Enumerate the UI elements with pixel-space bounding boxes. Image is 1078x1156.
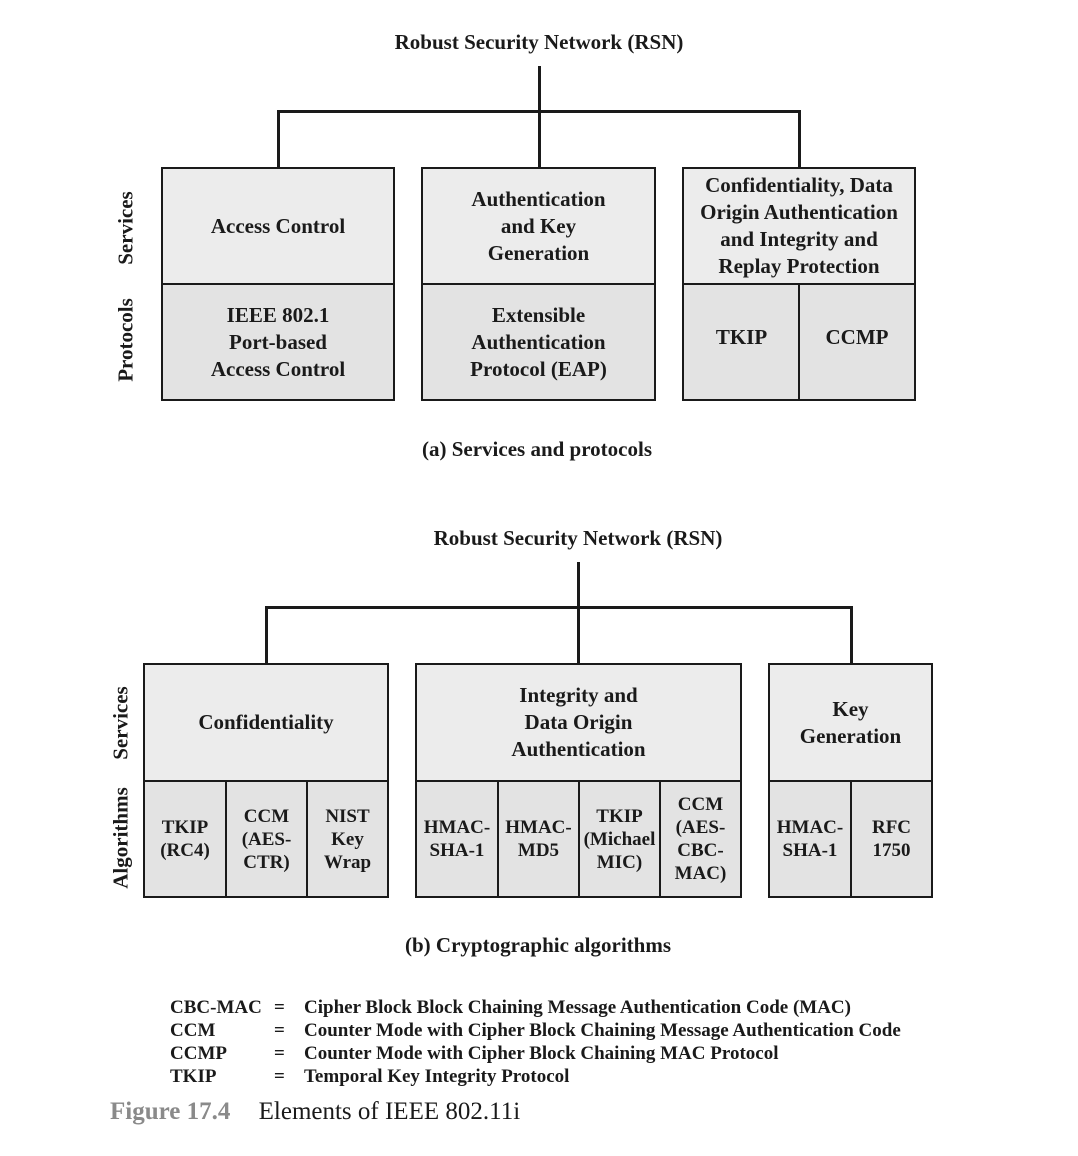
legend-row: CBC-MAC = Cipher Block Block Chaining Me… bbox=[170, 996, 901, 1019]
algorithm-rfc-1750: RFC 1750 bbox=[850, 780, 933, 898]
row-label-algorithms-b: Algorithms bbox=[108, 787, 133, 889]
caption-a: (a) Services and protocols bbox=[421, 437, 652, 461]
tree-drop-b-2 bbox=[577, 606, 580, 664]
legend-equals: = bbox=[274, 1020, 285, 1041]
protocol-eap: Extensible Authentication Protocol (EAP) bbox=[421, 283, 656, 401]
rsn-title-b: Robust Security Network (RSN) bbox=[433, 526, 723, 550]
algorithm-tkip-michael-mic: TKIP (Michael MIC) bbox=[578, 780, 661, 898]
legend-term: CCMP bbox=[170, 1043, 227, 1064]
algorithm-tkip-rc4: TKIP (RC4) bbox=[143, 780, 227, 898]
row-label-services-a: Services bbox=[113, 191, 138, 265]
figure-caption: Figure 17.4 Elements of IEEE 802.11i bbox=[110, 1098, 520, 1126]
legend-definition: Counter Mode with Cipher Block Chaining … bbox=[304, 1020, 901, 1041]
algorithm-hmac-md5: HMAC- MD5 bbox=[497, 780, 580, 898]
legend-equals: = bbox=[274, 997, 285, 1018]
rsn-title-a: Robust Security Network (RSN) bbox=[394, 30, 684, 54]
tree-drop-a-2 bbox=[538, 110, 541, 168]
caption-b: (b) Cryptographic algorithms bbox=[405, 933, 671, 957]
tree-drop-a-1 bbox=[277, 110, 280, 168]
legend-row: CCM = Counter Mode with Cipher Block Cha… bbox=[170, 1019, 901, 1042]
tree-drop-a-3 bbox=[798, 110, 801, 168]
legend-definition: Counter Mode with Cipher Block Chaining … bbox=[304, 1043, 779, 1064]
protocol-ieee-8021: IEEE 802.1 Port-based Access Control bbox=[161, 283, 395, 401]
algorithm-ccm-aes-ctr: CCM (AES- CTR) bbox=[225, 780, 308, 898]
service-confidentiality: Confidentiality bbox=[143, 663, 389, 782]
abbreviation-legend: CBC-MAC = Cipher Block Block Chaining Me… bbox=[170, 996, 901, 1088]
figure-number: Figure 17.4 bbox=[110, 1098, 231, 1125]
algorithm-nist-key-wrap: NIST Key Wrap bbox=[306, 780, 389, 898]
service-access-control: Access Control bbox=[161, 167, 395, 285]
row-label-protocols-a: Protocols bbox=[113, 298, 138, 382]
legend-term: CCM bbox=[170, 1020, 216, 1041]
legend-definition: Cipher Block Block Chaining Message Auth… bbox=[304, 997, 851, 1018]
legend-definition: Temporal Key Integrity Protocol bbox=[304, 1066, 570, 1087]
legend-term: CBC-MAC bbox=[170, 997, 262, 1018]
tree-drop-b-1 bbox=[265, 606, 268, 664]
algorithm-ccm-aes-cbc-mac: CCM (AES- CBC- MAC) bbox=[659, 780, 742, 898]
protocol-ccmp: CCMP bbox=[798, 283, 916, 401]
legend-term: TKIP bbox=[170, 1066, 217, 1087]
algorithm-key-hmac-sha1: HMAC- SHA-1 bbox=[768, 780, 852, 898]
tree-trunk-b bbox=[577, 562, 580, 608]
service-integrity-origin-auth: Integrity and Data Origin Authentication bbox=[415, 663, 742, 782]
legend-row: TKIP = Temporal Key Integrity Protocol bbox=[170, 1065, 901, 1088]
service-auth-key-generation: Authentication and Key Generation bbox=[421, 167, 656, 285]
row-label-services-b: Services bbox=[108, 686, 133, 760]
tree-bar-b bbox=[265, 606, 853, 609]
algorithm-hmac-sha1: HMAC- SHA-1 bbox=[415, 780, 499, 898]
tree-drop-b-3 bbox=[850, 606, 853, 664]
legend-equals: = bbox=[274, 1043, 285, 1064]
service-key-generation: Key Generation bbox=[768, 663, 933, 782]
legend-equals: = bbox=[274, 1066, 285, 1087]
legend-row: CCMP = Counter Mode with Cipher Block Ch… bbox=[170, 1042, 901, 1065]
service-confidentiality-integrity: Confidentiality, Data Origin Authenticat… bbox=[682, 167, 916, 285]
protocol-tkip: TKIP bbox=[682, 283, 801, 401]
figure-title: Elements of IEEE 802.11i bbox=[258, 1098, 521, 1125]
tree-trunk-a bbox=[538, 66, 541, 112]
